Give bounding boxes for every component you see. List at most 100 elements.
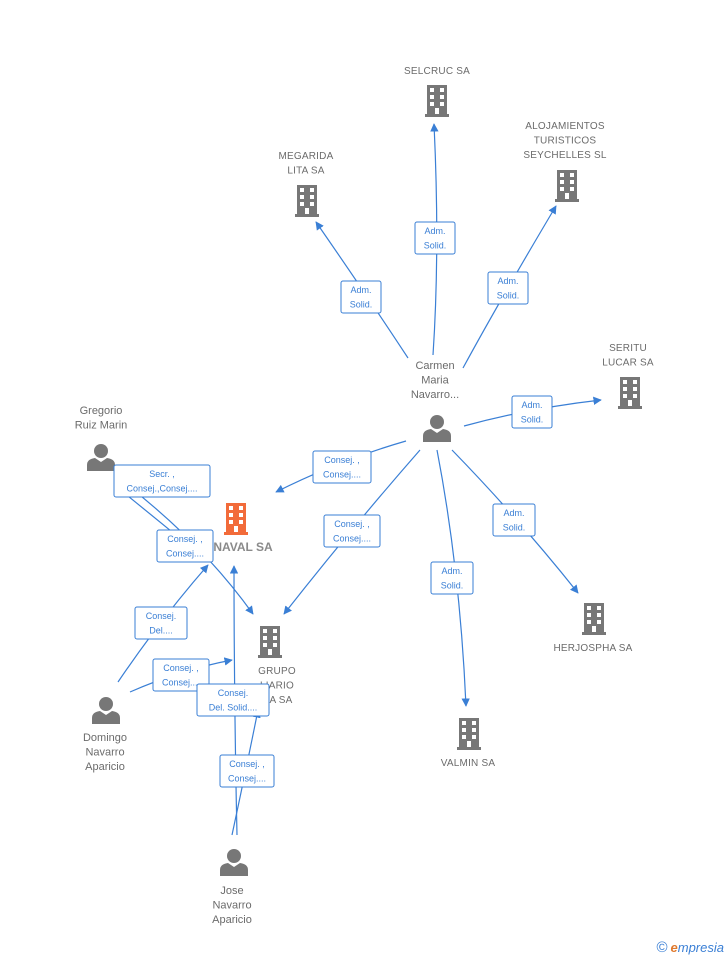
node-label: Aparicio: [85, 761, 125, 773]
building-icon: [258, 626, 282, 658]
relation-carmen-megarida[interactable]: Adm. Solid.: [340, 280, 382, 314]
relation-box: [430, 561, 474, 595]
node-label: Ruiz Marin: [75, 420, 128, 432]
node-label: LITA SA: [287, 166, 324, 177]
node-selcruc[interactable]: SELCRUC SA: [404, 66, 470, 117]
relation-domingo-grupo[interactable]: Consej. , Consej....: [152, 658, 210, 692]
node-label: VALMIN SA: [441, 758, 496, 769]
node-label: Jose: [220, 885, 243, 897]
relation-box: [487, 271, 529, 305]
relation-label: Consej. ,: [163, 663, 199, 673]
node-naval[interactable]: NAVAL SA: [213, 503, 273, 554]
node-label: Gregorio: [80, 405, 123, 417]
relation-carmen-naval[interactable]: Consej. , Consej....: [312, 450, 372, 484]
building-icon: [555, 170, 579, 202]
node-megarida[interactable]: MEGARIDA LITA SA: [279, 151, 334, 217]
node-carmen[interactable]: CarmenMariaNavarro...: [411, 360, 459, 442]
node-label: SELCRUC SA: [404, 66, 470, 77]
relation-label: Consej. ,: [324, 455, 360, 465]
relation-domingo-naval[interactable]: Consej. Del....: [134, 606, 188, 640]
relation-carmen-selcruc[interactable]: Adm. Solid.: [414, 221, 456, 255]
node-label: LIARIO: [260, 681, 294, 692]
relation-label: Solid.: [424, 241, 447, 251]
node-herjospha[interactable]: HERJOSPHA SA: [553, 603, 632, 654]
relation-label: Consej....: [323, 470, 361, 480]
relation-label: Adm.: [424, 226, 445, 236]
relation-jose-naval[interactable]: Consej. Del. Solid....: [196, 683, 270, 717]
relation-label: Del....: [149, 626, 173, 636]
relation-box: [196, 683, 270, 717]
relation-label: Consej. ,: [229, 759, 265, 769]
relation-label: Adm.: [521, 400, 542, 410]
relation-carmen-grupo[interactable]: Consej. ,Consej....: [323, 514, 381, 548]
node-label: Navarro...: [411, 389, 459, 401]
node-label: SEYCHELLES SL: [523, 150, 606, 161]
node-label: ALOJAMIENTOS: [525, 121, 605, 132]
node-valmin[interactable]: VALMIN SA: [441, 718, 496, 769]
building-icon: [582, 603, 606, 635]
relation-carmen-alojamientos[interactable]: Adm. Solid.: [487, 271, 529, 305]
relation-label: Solid.: [497, 291, 520, 301]
relation-box: [134, 606, 188, 640]
empresia-logo: ©empresia: [656, 939, 724, 956]
building-icon: [425, 85, 449, 117]
relation-label: Secr. ,: [149, 469, 175, 479]
person-icon: [220, 849, 248, 876]
relation-label: Solid.: [441, 581, 464, 591]
building-icon: [618, 377, 642, 409]
relation-label: Consej....: [166, 549, 204, 559]
building-icon: [457, 718, 481, 750]
relation-gregorio-naval[interactable]: Consej. , Consej....: [156, 529, 214, 563]
person-icon: [87, 444, 115, 471]
relation-label: Consej. ,: [167, 534, 203, 544]
relation-label: Consej....: [228, 774, 266, 784]
relation-box: [152, 658, 210, 692]
node-label: NAVAL SA: [213, 540, 273, 554]
relation-label: Consej.: [218, 688, 249, 698]
relation-carmen-herjospha[interactable]: Adm.Solid.: [492, 503, 536, 537]
relation-box: [511, 395, 553, 429]
person-icon: [423, 415, 451, 442]
relation-label: Del. Solid....: [209, 703, 258, 713]
building-icon: [224, 503, 248, 535]
relation-carmen-seritu[interactable]: Adm. Solid.: [511, 395, 553, 429]
node-label: HERJOSPHA SA: [553, 643, 632, 654]
relation-box: [312, 450, 372, 484]
relation-gregorio-grupo[interactable]: Secr. , Consej.,Consej....: [113, 464, 211, 498]
node-label: Navarro: [212, 900, 251, 912]
relation-label: Consej.,Consej....: [126, 484, 197, 494]
relation-box: [219, 754, 275, 788]
relation-label: Adm.: [441, 566, 462, 576]
node-label: Carmen: [415, 360, 454, 372]
relation-box: [340, 280, 382, 314]
node-label: Navarro: [85, 747, 124, 759]
relation-label: Adm.: [350, 285, 371, 295]
node-label: TURISTICOS: [534, 136, 597, 147]
relation-label: Solid.: [521, 415, 544, 425]
relation-label: Consej....: [162, 678, 200, 688]
relation-box: [156, 529, 214, 563]
relation-box: [414, 221, 456, 255]
node-alojamientos[interactable]: ALOJAMIENTOS TURISTICOS SEYCHELLES SL: [523, 121, 607, 202]
relation-carmen-valmin[interactable]: Adm. Solid.: [430, 561, 474, 595]
relation-label: Consej. ,: [334, 519, 370, 529]
relation-label: Solid.: [350, 300, 373, 310]
person-icon: [92, 697, 120, 724]
node-label: SERITU: [609, 343, 647, 354]
relation-label: Adm.: [497, 276, 518, 286]
node-label: GRUPO: [258, 666, 296, 677]
relation-jose-grupo[interactable]: Consej. , Consej....: [219, 754, 275, 788]
relation-box: [113, 464, 211, 498]
relation-label: Consej.: [146, 611, 177, 621]
building-icon: [295, 185, 319, 217]
relation-box: [323, 514, 381, 548]
node-label: MEGARIDA: [279, 151, 334, 162]
node-label: Domingo: [83, 732, 127, 744]
relation-box: [492, 503, 536, 537]
